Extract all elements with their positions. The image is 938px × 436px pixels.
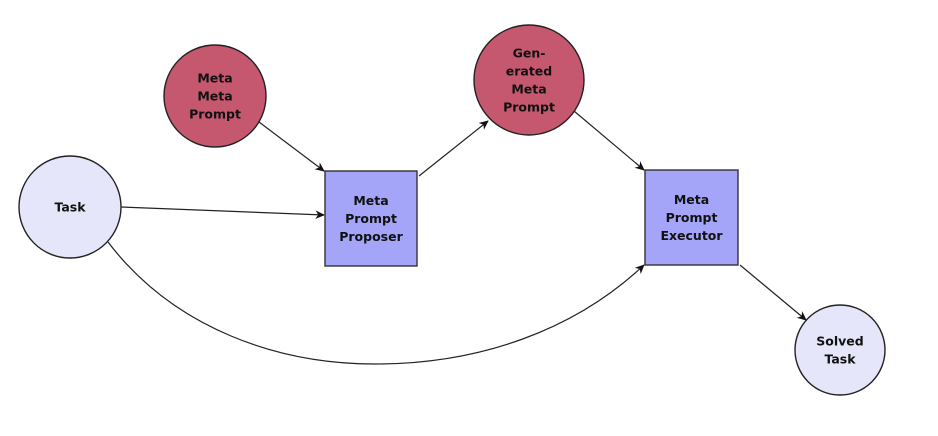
node-meta-meta-prompt-label-line: Meta (197, 71, 232, 86)
edge-generated-meta-prompt-to-meta-prompt-executor (573, 110, 645, 171)
edges-layer (107, 110, 807, 365)
node-meta-meta-prompt-shape (163, 44, 267, 148)
node-solved-task-label-line: Solved (816, 334, 863, 349)
node-meta-prompt-executor-shape (644, 169, 739, 266)
node-task: Task (18, 155, 122, 259)
edge-task-to-meta-prompt-executor (107, 241, 645, 365)
node-generated-meta-prompt-label-line: Prompt (503, 100, 555, 115)
node-generated-meta-prompt-label-line: Meta (511, 82, 546, 97)
node-solved-task-label-line: Task (824, 352, 856, 367)
node-meta-prompt-proposer-label-line: Prompt (345, 211, 397, 226)
node-meta-prompt-proposer-label-line: Meta (353, 193, 388, 208)
node-meta-prompt-proposer-label-line: Proposer (339, 229, 403, 244)
node-task-shape (18, 155, 122, 259)
node-task-label-line: Task (54, 200, 86, 215)
node-solved-task-shape (794, 304, 886, 396)
node-meta-meta-prompt-label-line: Prompt (189, 107, 241, 122)
edge-task-to-meta-prompt-proposer (120, 206, 325, 219)
edge-meta-prompt-executor-to-solved-task (739, 264, 807, 321)
node-generated-meta-prompt-shape (473, 24, 585, 136)
node-generated-meta-prompt-label-line: Gen- (513, 46, 546, 61)
node-meta-prompt-executor-label-line: Prompt (666, 210, 718, 225)
edge-meta-meta-prompt-to-meta-prompt-proposer (258, 121, 325, 172)
node-meta-prompt-proposer-shape (324, 170, 418, 267)
node-meta-prompt-executor-label-line: Meta (674, 192, 709, 207)
node-generated-meta-prompt-label-line: erated (506, 64, 552, 79)
edge-meta-prompt-proposer-to-generated-meta-prompt (418, 120, 489, 177)
node-meta-prompt-executor-label-line: Executor (660, 228, 723, 243)
node-meta-meta-prompt-label-line: Meta (197, 89, 232, 104)
